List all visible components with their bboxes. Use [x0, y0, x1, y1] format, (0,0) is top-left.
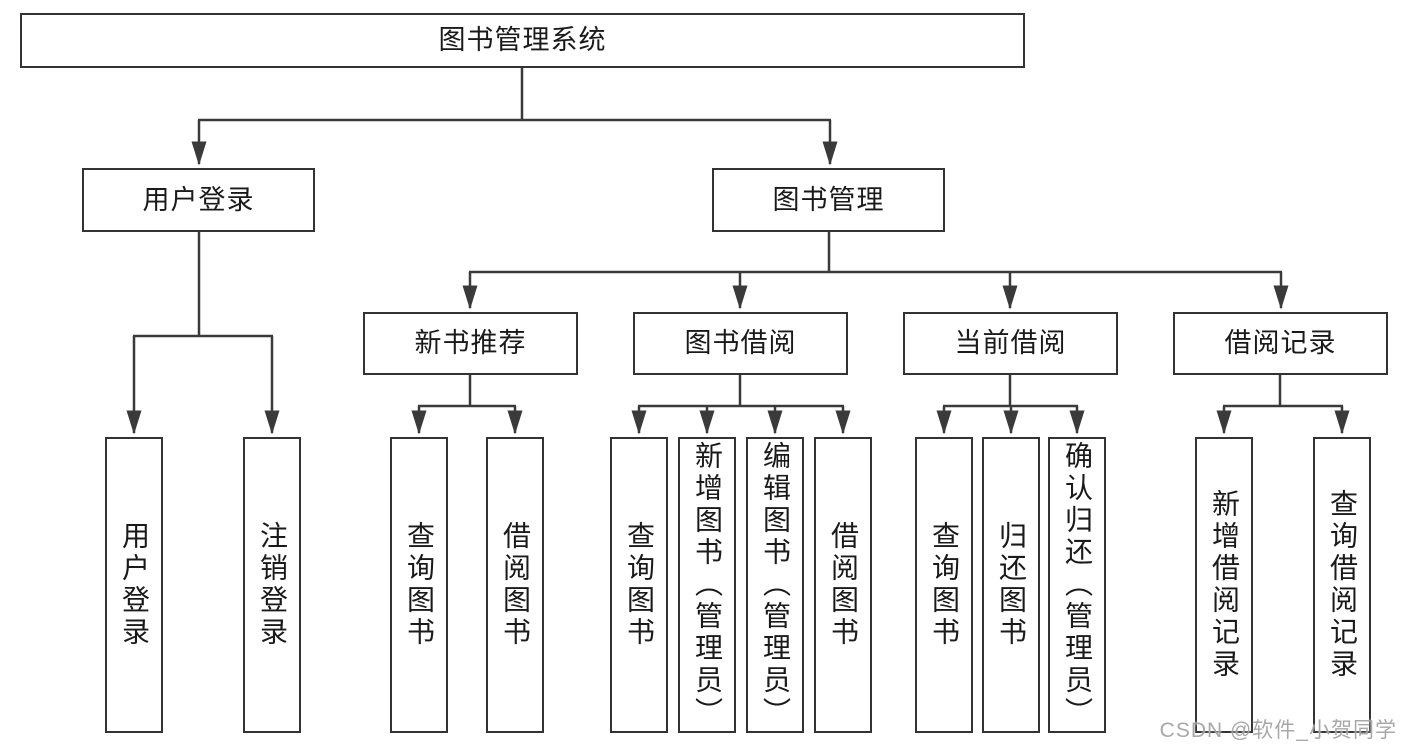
leaf-borrow-books: 借阅图书: [814, 437, 872, 733]
leaf-user-login: 用户登录: [105, 437, 163, 733]
leaf-query-books-recommend: 查询图书: [390, 437, 448, 733]
node-book-borrow: 图书借阅: [633, 312, 848, 375]
node-user-login: 用户登录: [82, 168, 315, 232]
node-current-borrow: 当前借阅: [903, 312, 1118, 375]
leaf-edit-books-admin: 编辑图书（管理员）: [746, 437, 804, 733]
leaf-query-borrow-record: 查询借阅记录: [1313, 437, 1371, 733]
node-new-book-recommend: 新书推荐: [363, 312, 578, 375]
leaf-logout: 注销登录: [243, 437, 301, 733]
leaf-query-books-borrow: 查询图书: [610, 437, 668, 733]
leaf-return-books: 归还图书: [982, 437, 1040, 733]
leaf-query-books-current: 查询图书: [915, 437, 973, 733]
leaf-confirm-return-admin: 确认归还（管理员）: [1048, 437, 1106, 733]
leaf-add-borrow-record: 新增借阅记录: [1195, 437, 1253, 733]
node-book-management: 图书管理: [712, 168, 945, 232]
leaf-add-books-admin: 新增图书（管理员）: [678, 437, 736, 733]
watermark: CSDN @软件_小贺同学: [1159, 719, 1397, 742]
node-borrow-records: 借阅记录: [1173, 312, 1388, 375]
node-root: 图书管理系统: [20, 13, 1025, 68]
leaf-borrow-books-recommend: 借阅图书: [486, 437, 544, 733]
